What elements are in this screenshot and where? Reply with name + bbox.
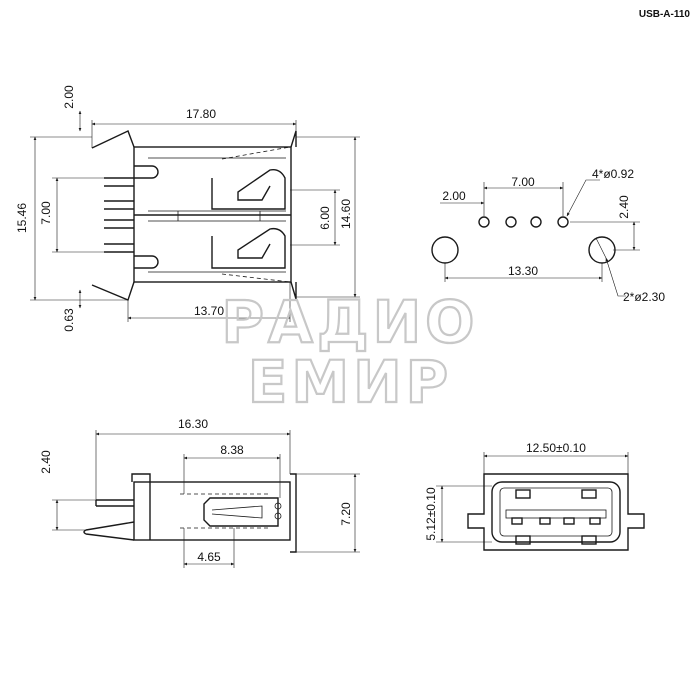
- watermark-line1: РАДИО: [222, 288, 479, 356]
- dim-top-offset: 2.00: [62, 85, 76, 109]
- pcb-footprint: 7.00 2.00 2.40 13.30 4*ø0.92 2*ø2.30: [431, 167, 665, 304]
- dim-contact-length: 4.65: [197, 550, 221, 564]
- part-code: USB-A-110: [639, 9, 691, 20]
- dim-front-width: 12.50±0.10: [526, 441, 586, 455]
- dim-pin-pitch-span: 7.00: [511, 175, 535, 189]
- dim-overall-width: 17.80: [186, 107, 216, 121]
- dim-height: 7.20: [339, 502, 353, 526]
- dim-total-height: 15.46: [15, 203, 29, 233]
- dim-overall-length: 16.30: [178, 417, 208, 431]
- watermark: РАДИО ЕМИР: [220, 287, 479, 417]
- side-view: 16.30 8.38 2.40 7.20 4.65: [39, 417, 360, 568]
- dim-mount-hole-span: 13.30: [508, 264, 538, 278]
- dim-bottom-offset: 0.63: [62, 308, 76, 332]
- dim-body-height: 14.60: [339, 199, 353, 229]
- dim-pin-offset: 2.40: [39, 450, 53, 474]
- dim-port-gap: 6.00: [318, 206, 332, 230]
- dim-row-offset: 2.40: [617, 195, 631, 219]
- dim-inner-length: 8.38: [220, 443, 244, 457]
- front-view: 12.50±0.10 5.12±0.10: [424, 441, 645, 551]
- dim-pin-hole: 4*ø0.92: [592, 167, 634, 181]
- dim-front-height: 5.12±0.10: [424, 487, 438, 541]
- dim-first-pin-offset: 2.00: [442, 189, 466, 203]
- dim-mount-hole: 2*ø2.30: [623, 290, 665, 304]
- dim-pin-span: 7.00: [39, 201, 53, 225]
- dim-bottom-width: 13.70: [194, 304, 224, 318]
- top-view: 17.80 2.00 15.46 7.00 6.00 14.60 13.70 0…: [15, 85, 360, 332]
- watermark-line2: ЕМИР: [248, 348, 452, 416]
